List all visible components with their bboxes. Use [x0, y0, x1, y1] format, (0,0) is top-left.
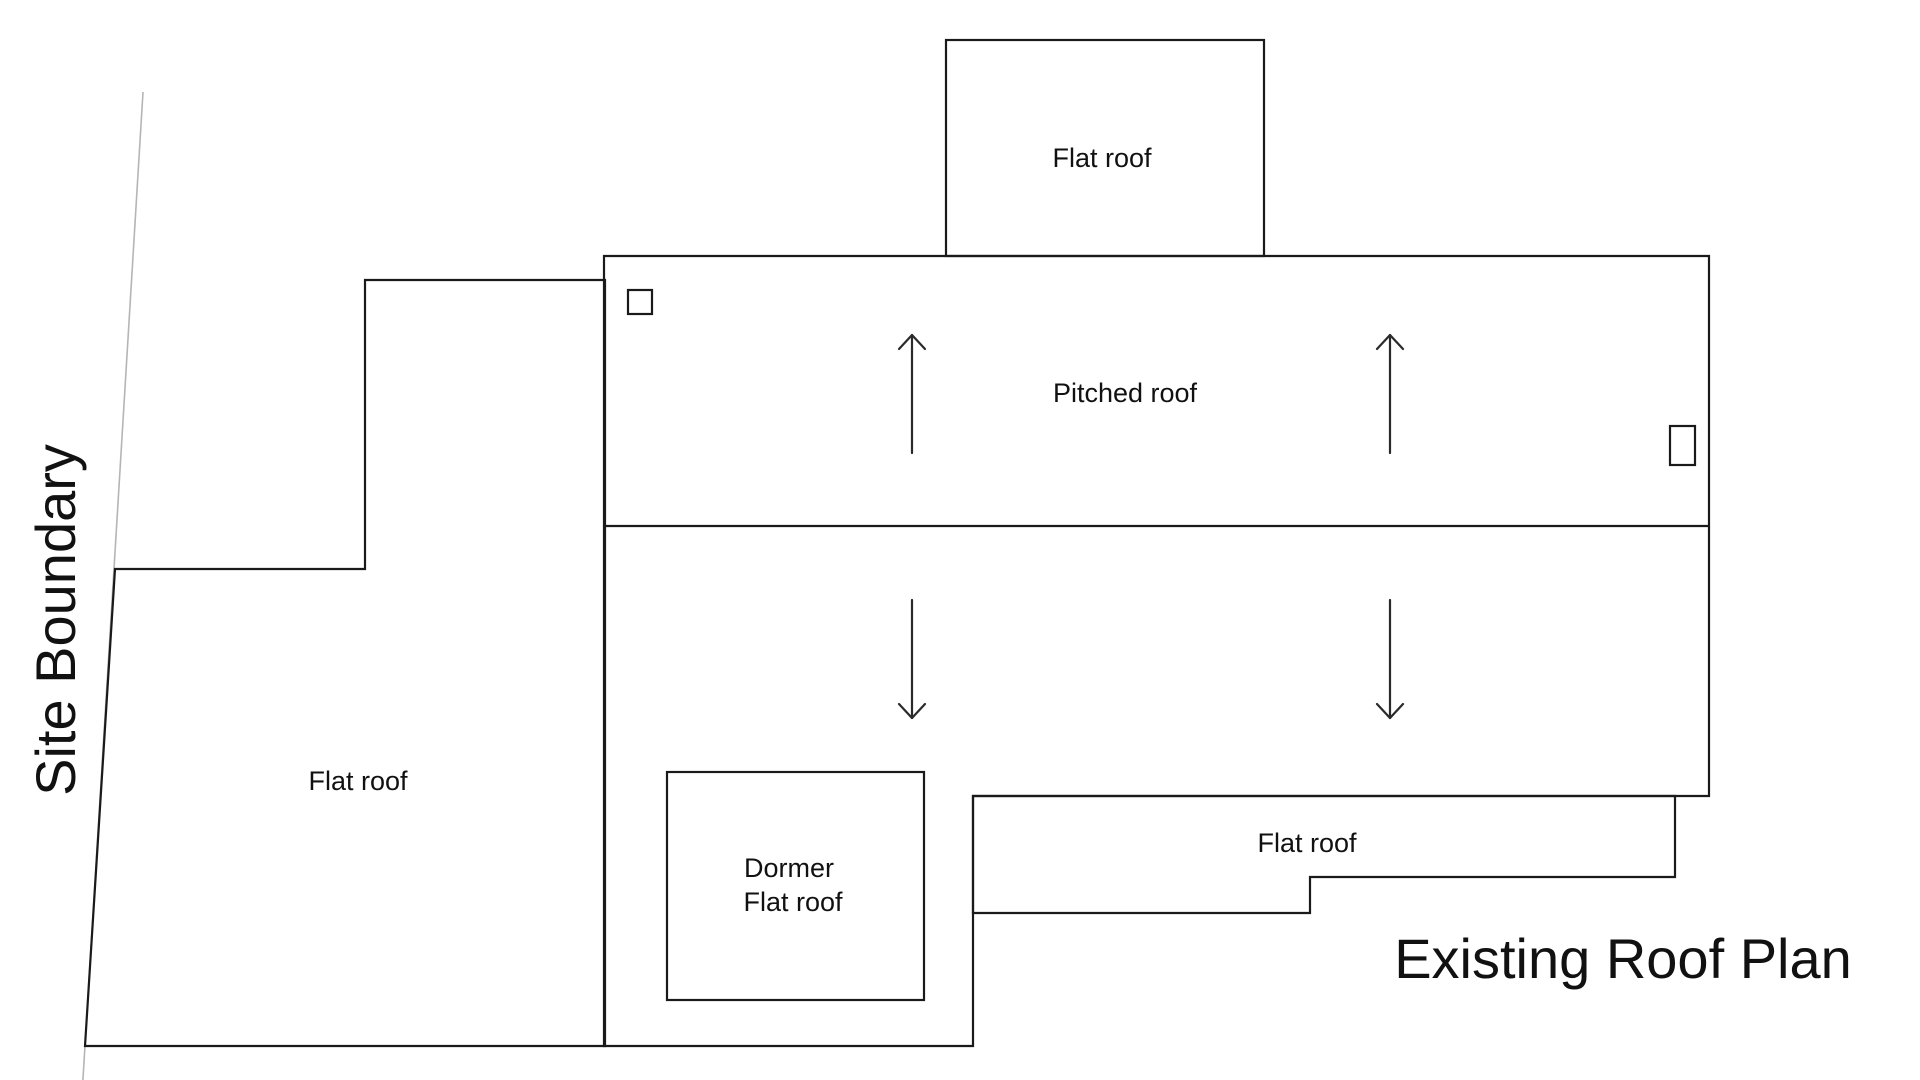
slope-arrow-down-right	[1375, 598, 1405, 720]
pitched-roof-label: Pitched roof	[1053, 378, 1198, 408]
slope-arrow-down-left	[897, 598, 927, 720]
slope-arrow-up-right	[1375, 333, 1405, 455]
slope-arrow-up-left	[897, 333, 927, 455]
dormer-label-line2: Flat roof	[743, 887, 843, 917]
dormer-outline	[665, 770, 926, 1002]
left-flat-roof-outline	[83, 278, 607, 1048]
rooflight-right	[1668, 424, 1697, 467]
rooflight-left	[626, 288, 654, 316]
left-flat-roof-label: Flat roof	[308, 766, 408, 796]
bottom-right-flat-roof-outline	[971, 794, 1677, 915]
top-flat-roof-label: Flat roof	[1052, 143, 1152, 173]
dormer-label-line1: Dormer	[744, 853, 834, 883]
diagram-title: Existing Roof Plan	[1394, 927, 1852, 990]
site-boundary-label: Site Boundary	[24, 444, 87, 796]
bottom-right-flat-roof-label: Flat roof	[1257, 828, 1357, 858]
